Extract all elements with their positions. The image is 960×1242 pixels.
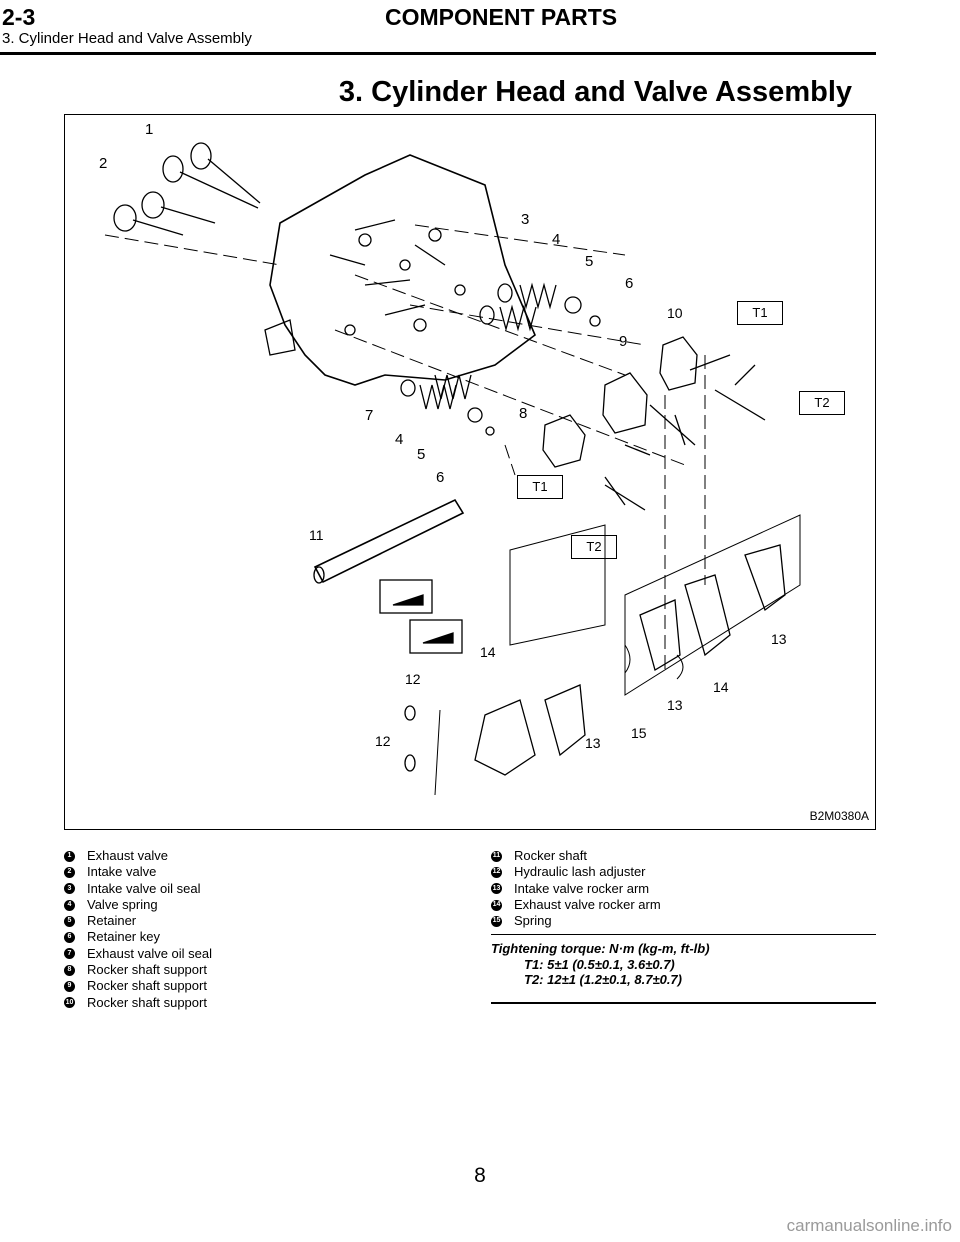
legend-number: 10 [64, 997, 75, 1009]
callout-7: 7 [365, 407, 374, 424]
legend-item: 15 Spring [491, 913, 661, 929]
legend-number: 7 [64, 948, 75, 960]
legend-label: Intake valve rocker arm [514, 880, 650, 896]
callout-6b: 6 [436, 469, 445, 486]
legend-left: 1 Exhaust valve 2 Intake valve 3 Intake val… [64, 848, 212, 1011]
callout-15: 15 [631, 725, 647, 741]
callout-13b: 13 [667, 697, 683, 713]
legend-label: Retainer [87, 913, 137, 929]
legend-item: 2 Intake valve [64, 864, 212, 880]
legend-label: Rocker shaft [514, 848, 587, 863]
torque-t2: T2: 12±1 (1.2±0.1, 8.7±0.7) [524, 972, 682, 987]
legend-item: 7 Exhaust valve oil seal [64, 946, 212, 962]
callout-5: 5 [585, 253, 594, 270]
legend-label: Rocker shaft support [87, 962, 207, 978]
header-rule [0, 52, 876, 55]
legend-number: 8 [64, 964, 75, 976]
legend-label: Exhaust valve oil seal [87, 945, 213, 961]
legend-label: Retainer key [87, 929, 160, 945]
callout-10: 10 [667, 305, 683, 321]
cylinder-head [269, 154, 536, 386]
legend-label: Intake valve oil seal [87, 880, 201, 896]
callout-8: 8 [519, 405, 528, 422]
legend-number: 14 [491, 899, 502, 911]
torque-tag-t1-mid: T1 [517, 475, 563, 499]
legend-item: 9 Rocker shaft support [64, 978, 212, 994]
legend-label: Hydraulic lash adjuster [514, 864, 646, 880]
legend-label: Exhaust valve [87, 848, 168, 863]
legend-item: 11 Rocker shaft [491, 848, 661, 864]
callout-9: 9 [619, 333, 628, 350]
legend-item: 12 Hydraulic lash adjuster [491, 864, 661, 880]
legend-number: 4 [64, 899, 75, 911]
legend-item: 1 Exhaust valve [64, 848, 212, 864]
header-title: COMPONENT PARTS [385, 4, 618, 30]
legend-number: 9 [64, 981, 75, 993]
torque-tag-t1-top: T1 [737, 301, 783, 325]
section-number: 2-3 [2, 4, 36, 30]
legend-item: 10 Rocker shaft support [64, 995, 212, 1011]
exploded-diagram: 1 2 3 4 5 6 9 10 7 8 4 5 6 11 14 12 12 1… [64, 114, 876, 830]
legend-number: 5 [64, 915, 75, 927]
legend-item: 3 Intake valve oil seal [64, 881, 212, 897]
tightening-torque-box: Tightening torque: N·m (kg-m, ft-lb) T1:… [491, 934, 876, 1004]
legend-number: 15 [491, 915, 502, 927]
watermark: carmanualsonline.info [786, 1216, 952, 1235]
callout-14: 14 [480, 644, 496, 660]
legend-item: 14 Exhaust valve rocker arm [491, 897, 661, 913]
figure-code: B2M0380A [809, 809, 869, 823]
legend-item: 6 Retainer key [64, 929, 212, 945]
legend-number: 13 [491, 883, 502, 895]
callout-3: 3 [521, 211, 530, 228]
torque-t1: T1: 5±1 (0.5±0.1, 3.6±0.7) [524, 956, 675, 972]
header-subtitle: 3. Cylinder Head and Valve Assembly [2, 30, 252, 47]
callout-2: 2 [99, 155, 108, 172]
legend-label: Intake valve [87, 864, 157, 880]
legend-number: 2 [64, 866, 75, 878]
legend-number: 1 [64, 850, 75, 862]
page-number: 8 [474, 1164, 486, 1187]
callout-4: 4 [552, 231, 561, 248]
legend-number: 6 [64, 932, 75, 944]
callout-11: 11 [309, 527, 324, 543]
legend-number: 12 [491, 866, 502, 878]
legend-label: Exhaust valve rocker arm [514, 896, 661, 912]
callout-13: 13 [771, 631, 787, 647]
callout-5b: 5 [417, 446, 426, 463]
callout-4b: 4 [395, 431, 404, 448]
legend-number: 11 [491, 850, 502, 862]
legend-label: Rocker shaft support [87, 978, 207, 994]
callout-12: 12 [405, 671, 421, 687]
torque-tag-t2-mid: T2 [571, 535, 617, 559]
legend-item: 13 Intake valve rocker arm [491, 881, 661, 897]
torque-heading: Tightening torque: N·m (kg-m, ft-lb) [491, 941, 710, 956]
legend-item: 8 Rocker shaft support [64, 962, 212, 978]
callout-1: 1 [145, 121, 154, 138]
callout-12b: 12 [375, 733, 391, 749]
page-title: 3. Cylinder Head and Valve Assembly [338, 76, 852, 108]
callout-6: 6 [625, 275, 634, 292]
legend-item: 5 Retainer [64, 913, 212, 929]
callout-13c: 13 [585, 735, 601, 751]
legend-label: Rocker shaft support [87, 994, 207, 1010]
legend-label: Valve spring [87, 896, 158, 912]
torque-tag-t2-top: T2 [799, 391, 845, 415]
legend-item: 4 Valve spring [64, 897, 212, 913]
callout-14b: 14 [713, 679, 729, 695]
legend-label: Spring [514, 913, 552, 929]
diagram-drawing [104, 142, 801, 796]
legend-number: 3 [64, 883, 75, 895]
legend-right: 11 Rocker shaft 12 Hydraulic lash adjuster… [491, 848, 661, 929]
